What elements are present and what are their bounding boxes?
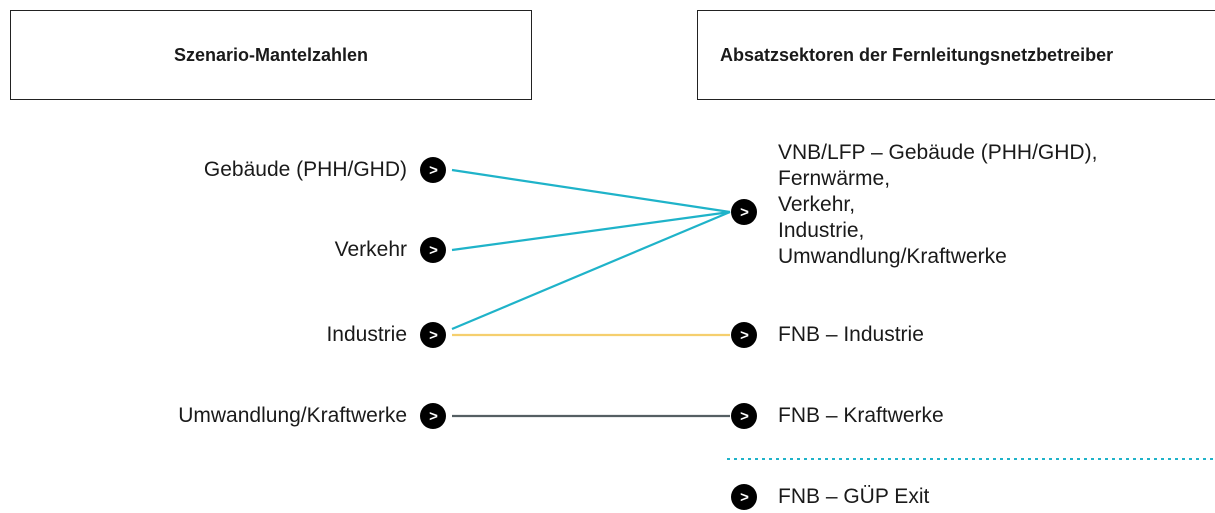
target-vnb-line: Fernwärme, [778,167,891,190]
source-header: Szenario-Mantelzahlen [10,10,532,100]
target-bullet-fnb-guep: > [731,484,757,510]
target-header: Absatzsektoren der Fernleitungsnetzbetre… [697,10,1215,100]
source-label-industrie: Industrie [326,323,407,346]
connector-gebaeude-vnb [451,168,731,214]
target-label-vnb: VNB/LFP – Gebäude (PHH/GHD), Fernwärme, … [778,140,1097,270]
source-label-umwandlung: Umwandlung/Kraftwerke [178,404,407,427]
target-label-fnb-industrie: FNB – Industrie [778,323,924,346]
target-label-fnb-kraftwerke: FNB – Kraftwerke [778,404,944,427]
source-bullet-industrie: > [420,322,446,348]
target-vnb-line: Verkehr, [778,193,856,216]
target-bullet-fnb-industrie: > [731,322,757,348]
target-header-title: Absatzsektoren der Fernleitungsnetzbetre… [720,44,1114,65]
source-header-title: Szenario-Mantelzahlen [173,44,369,65]
target-bullet-fnb-kraftwerke: > [731,403,757,429]
connector-industrie-vnb [451,210,731,331]
source-label-gebaeude: Gebäude (PHH/GHD) [203,158,407,181]
connector-verkehr-vnb [451,210,731,252]
source-bullet-verkehr: > [420,237,446,263]
source-bullet-umwandlung: > [420,403,446,429]
source-label-verkehr: Verkehr [334,238,407,261]
source-bullet-gebaeude: > [420,157,446,183]
target-vnb-line: Umwandlung/Kraftwerke [778,245,1007,268]
target-bullet-vnb: > [731,199,757,225]
target-label-fnb-guep: FNB – GÜP Exit [778,485,930,508]
target-vnb-line: Industrie, [778,219,865,242]
target-vnb-line: VNB/LFP – Gebäude (PHH/GHD), [778,141,1098,164]
